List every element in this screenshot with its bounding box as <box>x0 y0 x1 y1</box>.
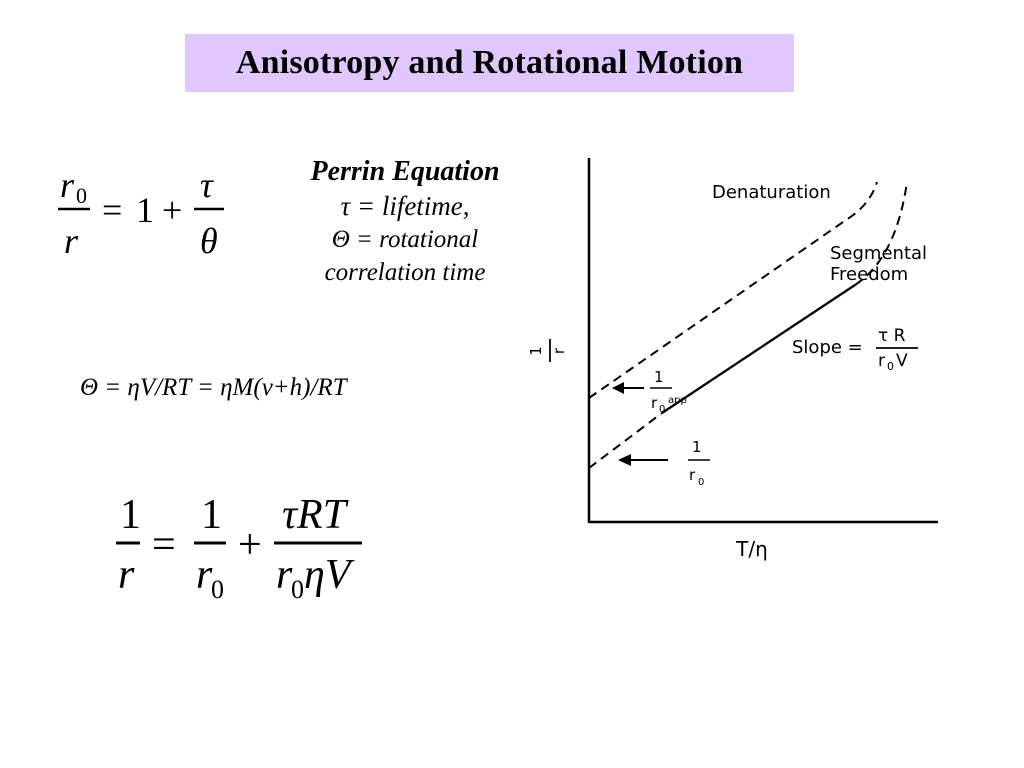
plot-r0-numerator: 1 <box>692 438 702 456</box>
plot-r0-denominator: r <box>689 466 696 484</box>
perrin-theta-definition-cont: correlation time <box>324 259 486 286</box>
plot-arrow-r0-head <box>618 454 631 466</box>
plot-label-freedom: Freedom <box>830 264 908 285</box>
plot-extrapolation-line <box>588 412 663 469</box>
eq2-term1-numerator: 1 <box>201 492 222 538</box>
eq2-term2-numerator: τRT <box>282 492 349 538</box>
plot-arrow-r0app-head <box>612 382 624 394</box>
plot-ylabel-denominator: r <box>550 347 568 354</box>
plot-slope-den-r: r <box>878 351 885 371</box>
eq2-term2-denominator-sub: 0 <box>291 575 304 604</box>
eq2-lhs-denominator: r <box>118 552 135 598</box>
perrin-heading: Perrin Equation <box>310 156 500 187</box>
eq1-plus: + <box>162 190 182 230</box>
slide-title: Anisotropy and Rotational Motion <box>235 44 744 81</box>
plot-slope-den-sub: 0 <box>887 360 894 373</box>
eq1-equals: = <box>102 190 122 230</box>
anisotropy-equation-formula: 1 r = 1 r 0 + τRT r 0 ηV <box>116 492 362 604</box>
plot-segmental-line <box>661 284 856 414</box>
eq1-rhs-numerator: τ <box>200 165 214 205</box>
plot-r0app-sup: app <box>668 395 687 406</box>
perrin-theta-definition: Θ = rotational <box>331 226 479 253</box>
eq1-lhs-numerator: r <box>60 165 75 205</box>
anisotropy-plot: 1 r T/η Denaturation Segmental Freedom S… <box>527 158 938 561</box>
eq1-lhs-denominator: r <box>64 221 79 261</box>
plot-slope-numerator: τ R <box>878 326 906 346</box>
plot-ylabel-numerator: 1 <box>527 346 545 356</box>
plot-r0app-sub: 0 <box>659 404 665 415</box>
theta-relation: Θ = ηV/RT = ηM(v+h)/RT <box>80 374 347 401</box>
perrin-equation-formula: r 0 r = 1 + τ θ <box>58 165 224 261</box>
plot-denaturation-curve <box>588 181 878 399</box>
perrin-description: Perrin Equation τ = lifetime, Θ = rotati… <box>270 155 540 289</box>
plot-label-segmental: Segmental <box>830 243 927 264</box>
eq1-lhs-numerator-sub: 0 <box>76 183 87 208</box>
eq1-one: 1 <box>136 190 154 230</box>
slide-title-box: Anisotropy and Rotational Motion <box>185 34 794 92</box>
eq2-term2-denominator-rest: ηV <box>304 552 355 598</box>
plot-slope-den-v: V <box>896 351 908 371</box>
plot-xlabel: T/η <box>735 537 768 561</box>
plot-r0app-numerator: 1 <box>654 368 664 386</box>
eq2-term2-denominator-r: r <box>276 552 293 598</box>
eq2-lhs-numerator: 1 <box>120 492 141 538</box>
plot-r0app-denominator: r <box>651 394 658 412</box>
plot-slope-label: Slope = <box>792 337 863 358</box>
plot-label-denaturation: Denaturation <box>712 182 831 203</box>
eq2-term1-denominator: r <box>196 552 213 598</box>
plot-segmental-curve <box>854 181 908 286</box>
eq2-equals: = <box>152 522 176 568</box>
plot-r0-sub: 0 <box>698 477 704 488</box>
eq2-term1-denominator-sub: 0 <box>211 575 224 604</box>
perrin-tau-definition: τ = lifetime, <box>340 191 470 221</box>
eq2-plus: + <box>238 522 262 568</box>
eq1-rhs-denominator: θ <box>200 221 218 261</box>
